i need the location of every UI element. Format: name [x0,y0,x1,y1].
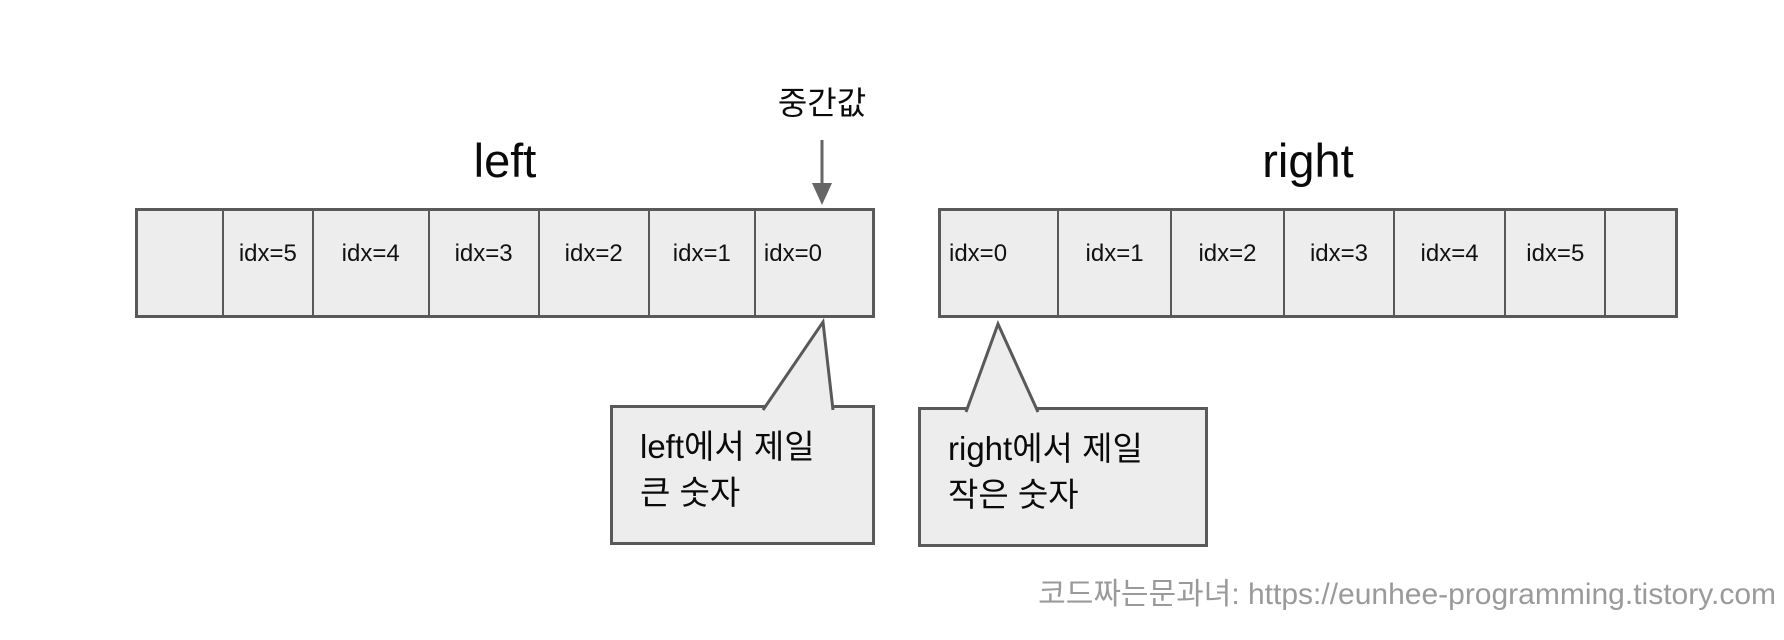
left-max-callout: left에서 제일 큰 숫자 [610,405,875,545]
array-cell: idx=0 [755,211,872,315]
array-cell-label: idx=2 [564,240,623,267]
right-min-callout-line2: 작은 숫자 [948,476,1079,513]
watermark-credit: 코드짜는문과녀: https://eunhee-programming.tist… [1038,578,1776,611]
array-cell: idx=4 [313,211,430,315]
array-cell: idx=2 [539,211,650,315]
array-cell: idx=0 [941,211,1060,315]
left-array-title: left [473,134,537,187]
array-cell-label: idx=1 [1085,240,1144,267]
array-cell-label: idx=3 [1309,240,1369,267]
left-max-callout-line1: left에서 제일 [640,428,815,465]
array-cell-label: idx=5 [238,240,297,267]
median-value-label: 중간값 [777,85,867,121]
left-callout-tail [761,317,835,412]
array-cell: idx=1 [1059,211,1173,315]
array-cell [1606,211,1675,315]
array-cell: idx=5 [1506,211,1607,315]
array-cell: idx=1 [649,211,756,315]
array-cell: idx=4 [1395,211,1507,315]
array-cell: idx=3 [1284,211,1396,315]
right-min-callout-line1: right에서 제일 [948,430,1143,467]
array-cell-label: idx=2 [1198,240,1257,267]
array-cell: idx=5 [223,211,314,315]
right-callout-tail [964,320,1040,414]
array-cell-label: idx=0 [763,240,822,267]
right-array: idx=0 idx=1 idx=2 idx=3 idx=4 idx=5 [938,208,1678,318]
right-min-callout: right에서 제일 작은 숫자 [918,407,1208,547]
right-array-title: right [1262,134,1354,187]
array-cell-label: idx=4 [1420,240,1479,267]
array-cell: idx=2 [1172,211,1285,315]
array-cell: idx=3 [429,211,540,315]
array-cell-label: idx=4 [341,240,400,267]
array-cell-label: idx=0 [949,240,1008,267]
array-cell [138,211,224,315]
array-cell-label: idx=3 [454,240,513,267]
array-cell-label: idx=5 [1526,240,1585,267]
left-array: idx=5 idx=4 idx=3 idx=2 idx=1 idx=0 [135,208,875,318]
array-cell-label: idx=1 [672,240,731,267]
left-max-callout-line2: 큰 숫자 [640,474,741,511]
